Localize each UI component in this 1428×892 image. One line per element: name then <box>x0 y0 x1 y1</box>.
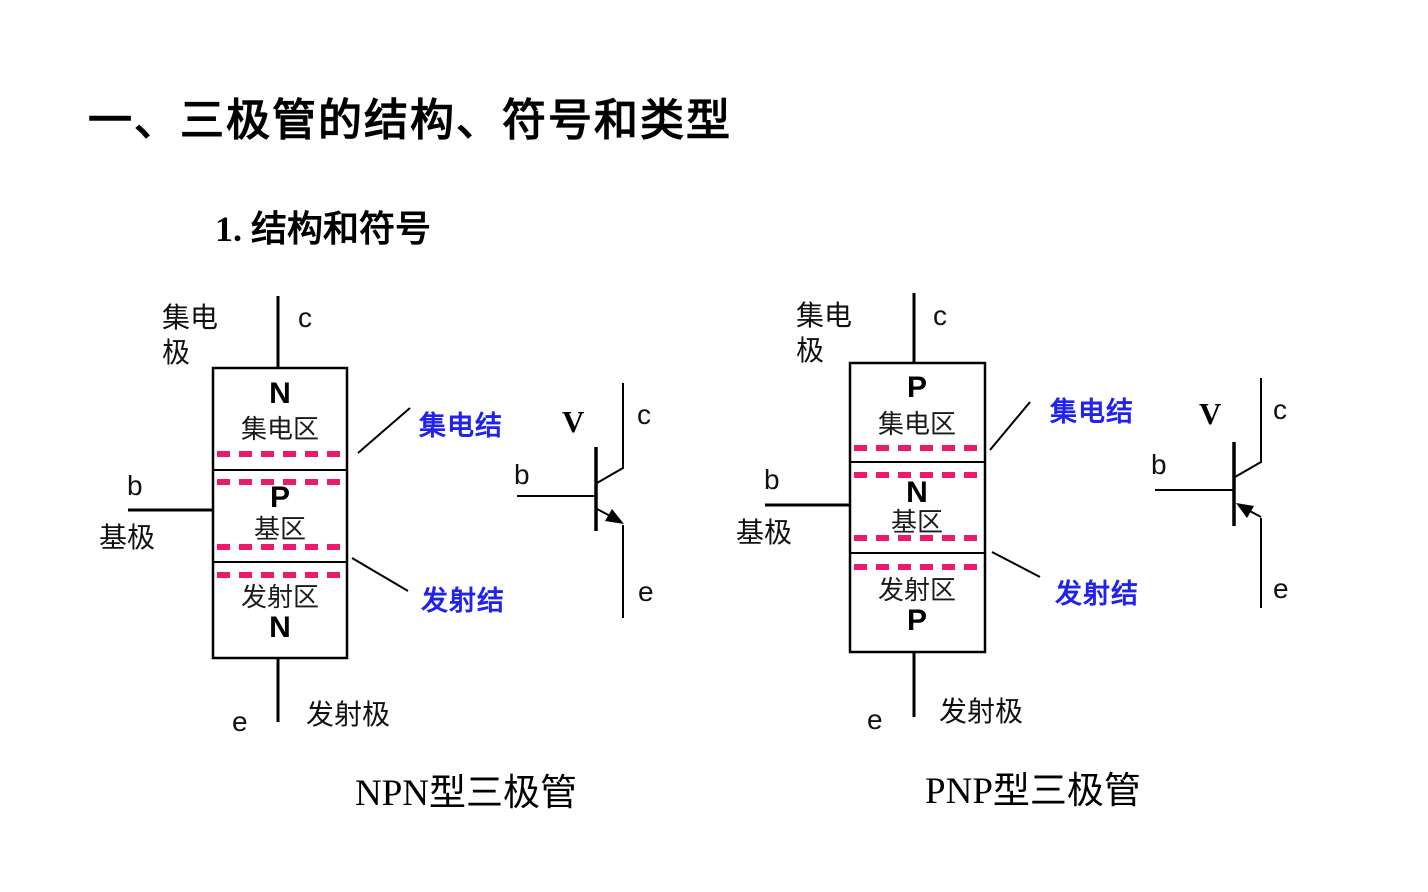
slide-title: 一、三极管的结构、符号和类型 <box>88 96 732 145</box>
npn-emitter-junction-callout-line <box>351 557 409 592</box>
pnp-symbol-collector-diagonal <box>1234 461 1262 478</box>
pnp-emitter-region-name: 发射区 <box>877 576 957 605</box>
npn-emitter-region-doping: N <box>269 611 291 644</box>
pnp-structure <box>765 293 1041 717</box>
pnp-emitter-electrode-label: 发射极 <box>939 697 1024 728</box>
pnp-collector-region-name: 集电区 <box>877 410 957 439</box>
npn-structure-box <box>211 366 349 660</box>
pnp-emitter-junction-label: 发射结 <box>1055 579 1139 609</box>
npn-base-region-doping: P <box>269 481 291 514</box>
pnp-terminal-b-label: b <box>764 464 780 495</box>
npn-collector-junction-label: 集电结 <box>419 411 503 441</box>
pnp-emitter-region-doping: P <box>906 604 928 637</box>
npn-terminal-b-label: b <box>127 470 143 501</box>
npn-emitter-electrode-label: 发射极 <box>306 700 391 731</box>
pnp-symbol-b-label: b <box>1151 449 1167 480</box>
pnp-symbol <box>1155 378 1262 608</box>
npn-emitter-junction-label: 发射结 <box>421 586 505 616</box>
npn-terminal-e-label: e <box>232 706 248 737</box>
pnp-base-region-name: 基区 <box>890 508 944 537</box>
slide-subtitle: 1. 结构和符号 <box>215 209 432 249</box>
npn-symbol-designator: V <box>562 404 585 439</box>
npn-emitter-region-name: 发射区 <box>240 583 320 612</box>
pnp-base-electrode-label: 基极 <box>736 518 793 549</box>
npn-symbol <box>517 383 624 618</box>
pnp-caption: PNP型三极管 <box>925 771 1141 812</box>
npn-base-region-name: 基区 <box>253 515 307 544</box>
pnp-symbol-e-label: e <box>1273 573 1289 604</box>
pnp-collector-junction-label: 集电结 <box>1050 397 1134 427</box>
npn-collector-region-name: 集电区 <box>240 415 320 444</box>
pnp-symbol-designator: V <box>1199 396 1222 431</box>
npn-collector-region-doping: N <box>269 377 291 410</box>
npn-terminal-c-label: c <box>298 302 312 333</box>
pnp-collector-junction-callout-line <box>989 401 1031 451</box>
pnp-symbol-emitter-arrow <box>1236 503 1254 518</box>
pnp-base-region-doping: N <box>906 476 928 509</box>
npn-symbol-collector-diagonal <box>596 467 624 484</box>
npn-symbol-e-label: e <box>638 576 654 607</box>
npn-collector-electrode-label: 集电 极 <box>162 303 219 369</box>
npn-base-electrode-label: 基极 <box>99 523 156 554</box>
pnp-terminal-e-label: e <box>867 704 883 735</box>
npn-symbol-emitter-arrow <box>605 509 624 524</box>
pnp-structure-box <box>848 361 987 654</box>
pnp-collector-region-doping: P <box>906 371 928 404</box>
npn-symbol-b-label: b <box>514 459 530 490</box>
pnp-collector-electrode-label: 集电 极 <box>796 301 853 367</box>
pnp-emitter-junction-callout-line <box>991 551 1041 578</box>
pnp-terminal-c-label: c <box>933 300 947 331</box>
npn-collector-junction-callout-line <box>357 407 411 454</box>
pnp-symbol-c-label: c <box>1273 394 1287 425</box>
npn-symbol-c-label: c <box>637 399 651 430</box>
npn-structure <box>128 296 411 722</box>
npn-caption: NPN型三极管 <box>354 773 578 814</box>
